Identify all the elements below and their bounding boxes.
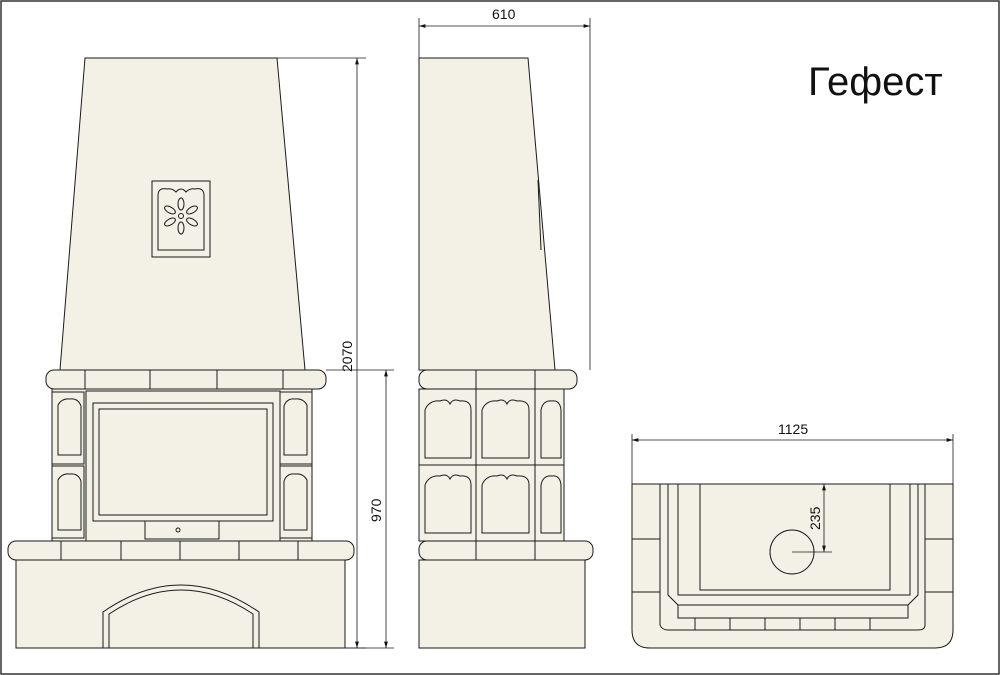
- side-cornice: [418, 369, 578, 390]
- side-hood: [418, 57, 556, 371]
- dim-flue-offset: 235: [792, 484, 832, 553]
- front-view: [7, 57, 355, 649]
- plan-view: [631, 483, 954, 649]
- dim-lower-height: 970: [326, 369, 394, 649]
- dim-total-height: 2070: [277, 57, 366, 649]
- side-ledge: [418, 540, 594, 561]
- dim-label-610: 610: [492, 6, 516, 22]
- decor-tile: [151, 180, 211, 258]
- front-ledge: [7, 540, 355, 561]
- dim-label-2070: 2070: [339, 341, 355, 372]
- dim-label-235: 235: [807, 506, 823, 530]
- dim-label-1125: 1125: [778, 421, 808, 437]
- front-base: [15, 559, 346, 649]
- side-view: [418, 57, 594, 649]
- firebox-frame: [85, 390, 281, 542]
- door-handle-plate: [144, 520, 220, 540]
- side-base: [418, 559, 586, 649]
- dim-depth: 610: [418, 6, 591, 370]
- drawing-title: Гефест: [808, 60, 943, 104]
- dim-width: 1125: [631, 421, 954, 484]
- dim-label-970: 970: [368, 498, 384, 522]
- front-cornice: [45, 369, 327, 390]
- flower-ornament-icon: [164, 197, 198, 235]
